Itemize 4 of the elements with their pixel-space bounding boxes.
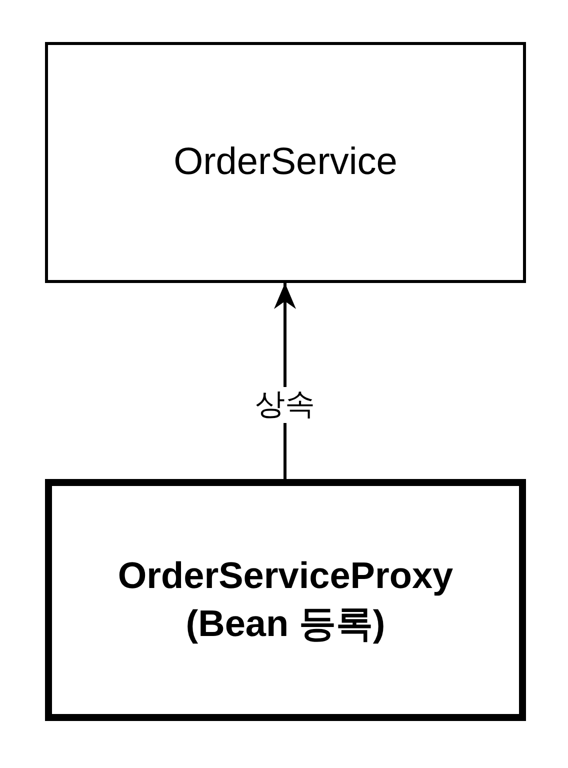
class-box bbox=[45, 479, 526, 721]
class-box bbox=[45, 42, 526, 283]
class-name: OrderServiceProxy (Bean 등록) bbox=[116, 554, 454, 646]
class-name: OrderService bbox=[174, 140, 398, 185]
